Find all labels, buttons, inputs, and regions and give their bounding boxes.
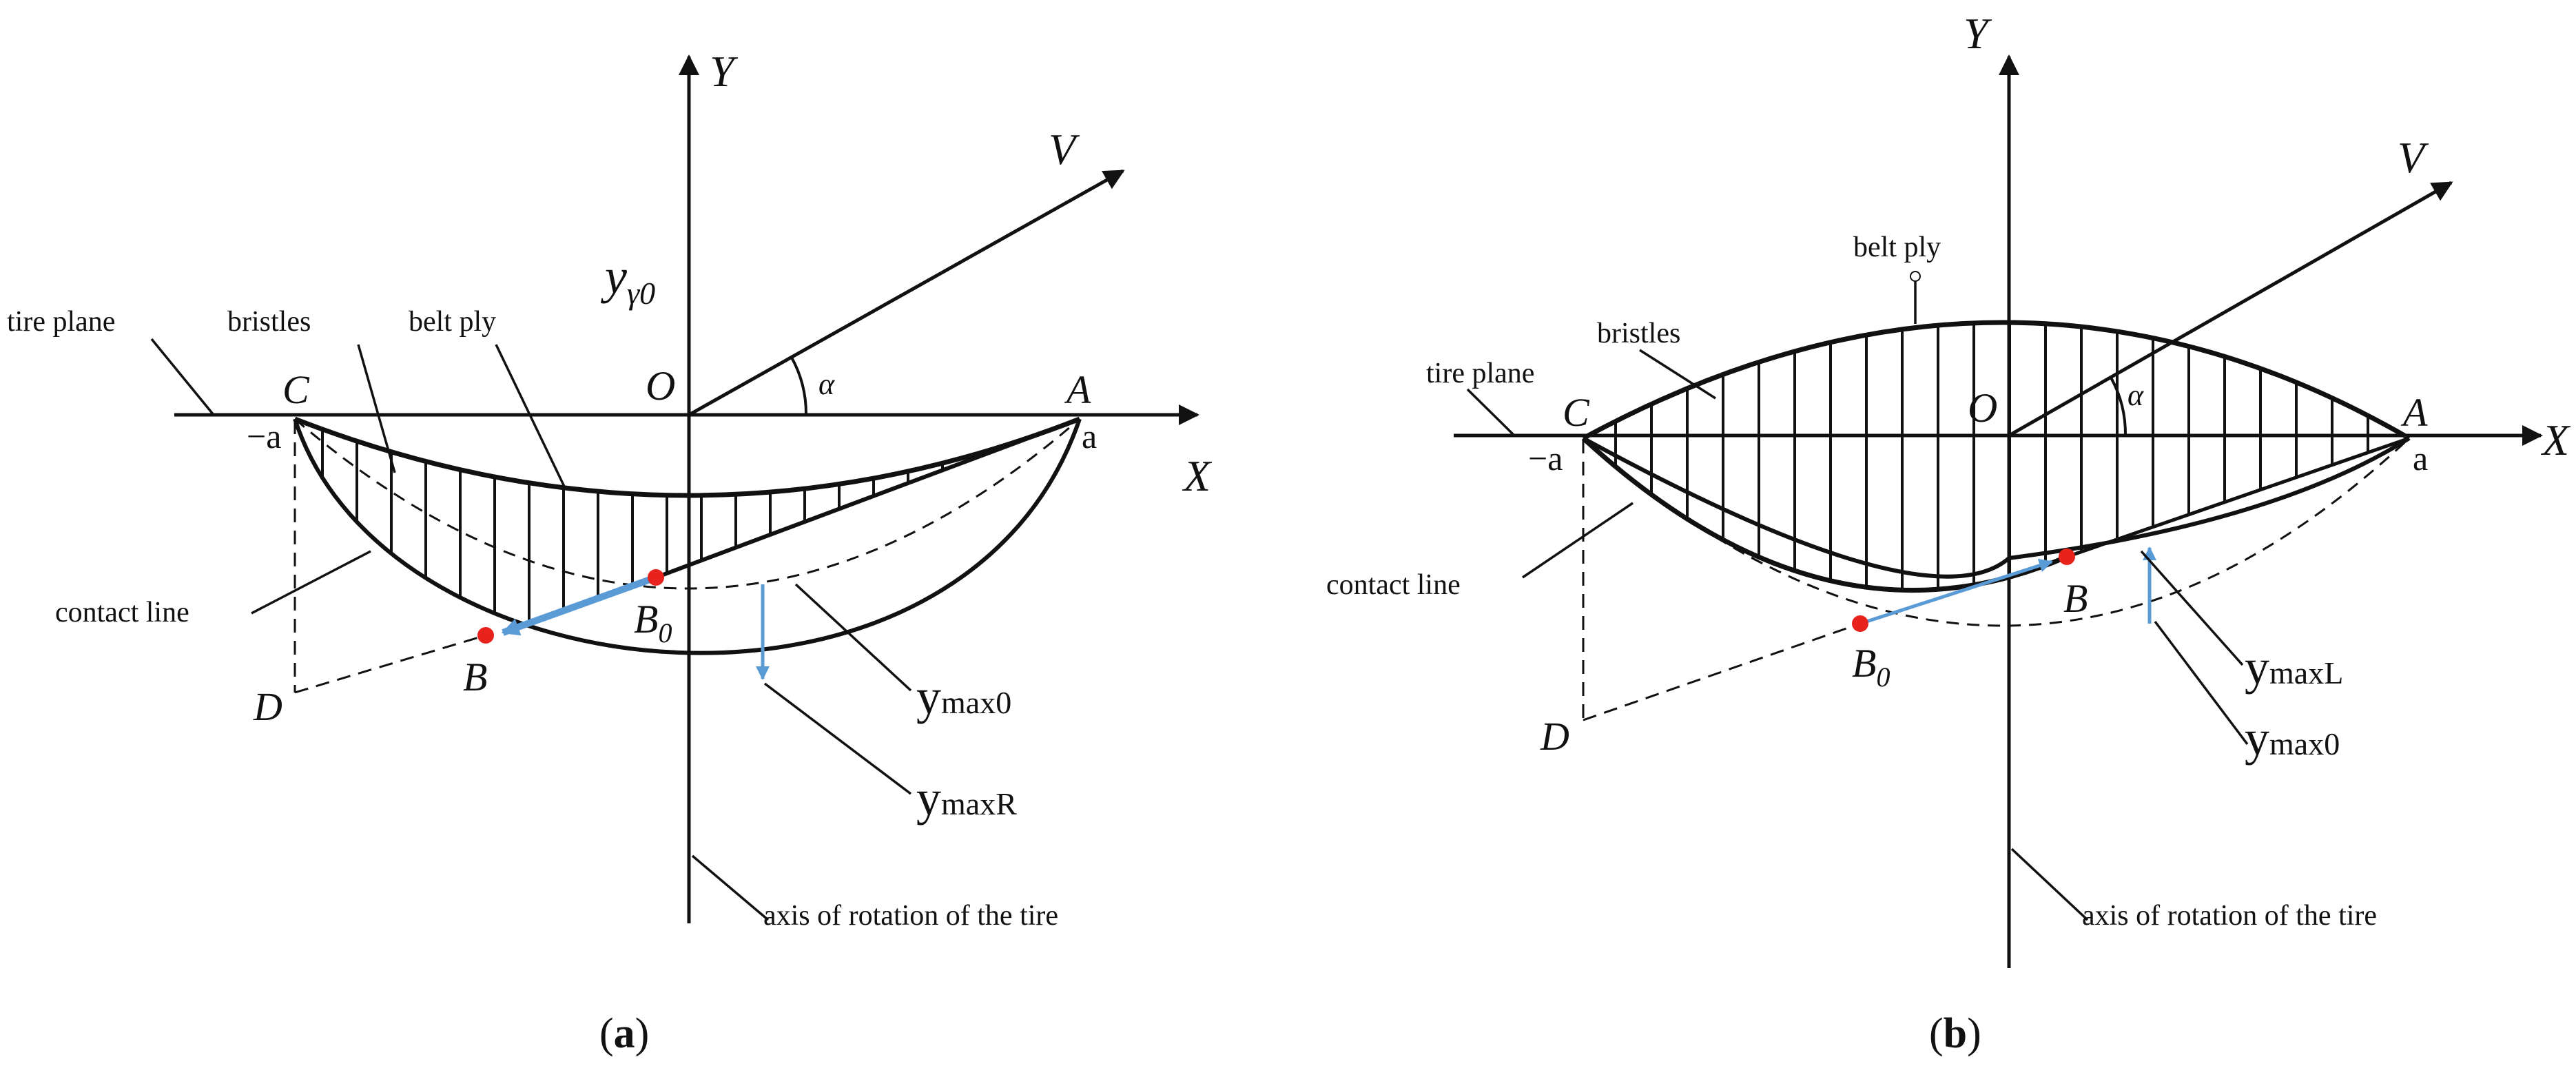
b-contour-curve — [1582, 436, 2411, 579]
a-db-dashed — [294, 634, 486, 694]
b-label-minus-a: −a — [1528, 439, 1563, 478]
b-contact-line-leader — [1522, 502, 1634, 579]
a-contact-line-right — [655, 417, 1081, 580]
a-label-a-point: A — [1064, 367, 1091, 412]
a-belt-ply-curve — [293, 416, 1081, 498]
a-label-d: D — [253, 684, 282, 729]
b-label-alpha: α — [2127, 378, 2144, 412]
a-label-ygamma0: yγ0 — [600, 249, 655, 311]
b-point-b0 — [1852, 615, 1868, 632]
b-caption: (b) — [1929, 1010, 1981, 1057]
a-point-b — [477, 627, 494, 644]
b-bristles-leader — [1639, 349, 1716, 400]
b-label-x: X — [2540, 416, 2571, 464]
b-label-axis-rotation: axis of rotation of the tire — [2082, 900, 2377, 932]
a-label-o: O — [646, 363, 675, 409]
b-label-contact-line: contact line — [1326, 569, 1461, 601]
a-label-ymax0: ymax0 — [916, 669, 1011, 724]
a-label-contact-line: contact line — [55, 597, 189, 628]
b-label-b0: B0 — [1852, 641, 1890, 693]
a-label-v: V — [1049, 125, 1080, 174]
b-label-belt-ply: belt ply — [1853, 232, 1941, 263]
b-contact-line-right — [2066, 436, 2410, 559]
b-label-a: a — [2413, 439, 2428, 478]
panel-b: Y X V α O C A −a a D B B0 tire plane bri… — [1326, 9, 2571, 1057]
b-v-arrow — [2008, 181, 2453, 438]
a-label-ymaxR: ymaxR — [916, 770, 1017, 826]
a-label-tire-plane: tire plane — [7, 306, 115, 338]
b-label-o: O — [1968, 385, 1997, 431]
a-label-belt-ply: belt ply — [409, 306, 496, 338]
b-db0-dashed — [1583, 622, 1861, 721]
a-label-c: C — [282, 367, 310, 412]
a-point-b0 — [648, 569, 664, 586]
a-label-alpha: α — [818, 367, 835, 401]
b-label-bristles: bristles — [1597, 318, 1680, 349]
a-bristles-leader — [357, 344, 396, 473]
b-tire-plane-leader — [1466, 388, 1516, 437]
a-axis-rotation-leader — [691, 854, 770, 921]
a-alpha-arc — [790, 356, 808, 416]
a-label-a: a — [1082, 417, 1097, 455]
a-bristles-hatch — [321, 429, 944, 624]
b-alpha-arc — [2110, 377, 2127, 436]
b-ymaxL-leader — [2140, 550, 2244, 666]
a-contact-line-leader — [251, 550, 371, 615]
b-axis-rotation-leader — [2010, 848, 2089, 921]
b-label-tire-plane: tire plane — [1426, 358, 1534, 389]
a-label-x: X — [1182, 451, 1213, 500]
a-label-y: Y — [710, 47, 739, 96]
a-label-b: B — [463, 655, 487, 699]
a-b0-b-arrow — [501, 574, 657, 636]
b-label-b: B — [2063, 576, 2088, 621]
a-tire-plane-leader — [150, 338, 215, 416]
a-belt-ply-leader — [495, 344, 566, 489]
a-label-axis-rotation: axis of rotation of the tire — [763, 900, 1058, 932]
a-label-b0: B0 — [634, 597, 672, 648]
b-label-y: Y — [1964, 9, 1992, 58]
b-label-ymax0: ymax0 — [2245, 710, 2340, 766]
b-b0-b-arrow — [1859, 559, 2053, 626]
a-dashed-curve — [294, 418, 1080, 590]
panel-a: Y X V α O C A −a a D B B0 yγ0 tire plane… — [7, 47, 1213, 1057]
b-label-c: C — [1563, 390, 1590, 435]
b-bristles-hatch — [1614, 322, 2369, 591]
a-caption: (a) — [599, 1010, 649, 1057]
b-belt-ply-curve — [1582, 320, 2411, 441]
b-label-d: D — [1540, 714, 1569, 759]
b-belt-ply-marker — [1910, 271, 1921, 282]
a-label-minus-a: −a — [247, 417, 281, 455]
b-label-ymaxL: ymaxL — [2245, 639, 2343, 695]
a-ymax0-leader — [794, 583, 912, 692]
a-contact-line-curve — [293, 418, 1082, 655]
b-label-v: V — [2398, 133, 2429, 182]
b-ymax0-leader — [2154, 620, 2249, 746]
a-ymaxR-leader — [763, 682, 912, 795]
a-v-arrow — [688, 169, 1125, 417]
b-point-b — [2059, 549, 2075, 565]
b-label-a-point: A — [2400, 390, 2428, 435]
b-dashed-curve — [1583, 437, 2411, 627]
a-label-bristles: bristles — [227, 306, 311, 338]
